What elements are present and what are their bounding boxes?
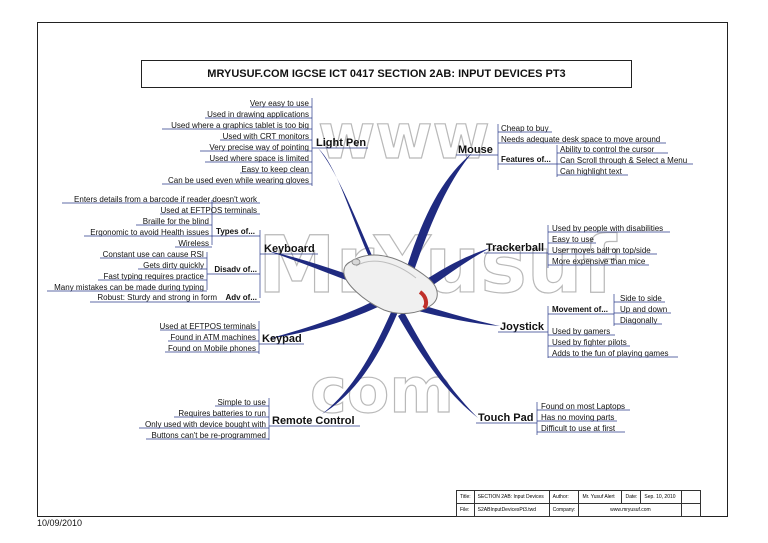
joystick-label: Joystick <box>500 321 545 333</box>
watermark-middle: MrYusuf <box>258 221 617 311</box>
light-pen-item: Can be used even while wearing gloves <box>168 176 309 185</box>
remote-item: Only used with device bought with <box>145 420 266 429</box>
info-author-label: Author: <box>548 490 580 504</box>
light-pen-item: Very precise way of pointing <box>209 143 309 152</box>
mouse-item: Needs adequate desk space to move around <box>501 135 660 144</box>
mouse-features-label: Features of... <box>501 155 551 164</box>
light-pen-item: Used with CRT monitors <box>223 132 309 141</box>
stem-keypad <box>268 300 380 339</box>
light-pen-item: Used in drawing applications <box>207 110 309 119</box>
trackerball-label: Trackerball <box>486 242 544 254</box>
branch-light-pen: Light Pen Very easy to use Used in drawi… <box>162 98 368 186</box>
keyboard-type-item: Ergonomic to avoid Health issues <box>90 228 209 237</box>
branch-remote-control: Remote Control Simple to use Requires ba… <box>139 398 360 440</box>
mouse-feature-item: Can highlight text <box>560 167 623 176</box>
joystick-movement-label: Movement of... <box>552 305 608 314</box>
keyboard-label: Keyboard <box>264 243 315 255</box>
branch-trackerball: Trackerball Used by people with disabili… <box>484 224 670 268</box>
trackerball-item: Easy to use <box>552 235 594 244</box>
watermark-top: www <box>318 100 490 173</box>
trackerball-item: Used by people with disabilities <box>552 224 663 233</box>
joystick-item: Adds to the fun of playing games <box>552 349 669 358</box>
info-title-label: Title: <box>456 490 475 504</box>
info-file-label: File: <box>456 503 475 517</box>
light-pen-item: Used where a graphics tablet is too big <box>171 121 309 130</box>
remote-item: Simple to use <box>218 398 267 407</box>
info-file-value: S2ABInputDevicesPt3.twd <box>473 503 550 517</box>
joystick-movement-item: Side to side <box>620 294 662 303</box>
touchpad-item: Difficult to use at first <box>541 424 616 433</box>
trackerball-item: User moves ball on top/side <box>552 246 651 255</box>
joystick-movement-item: Up and down <box>620 305 667 314</box>
remote-label: Remote Control <box>272 415 355 427</box>
keyboard-disadv-item: Constant use can cause RSI <box>103 250 204 259</box>
branch-keypad: Keypad Used at EFTPOS terminals Found in… <box>160 321 304 354</box>
joystick-item: Used by fighter pilots <box>552 338 627 347</box>
touchpad-item: Has no moving parts <box>541 413 614 422</box>
branch-keyboard: Keyboard Types of... Enters details from… <box>47 195 318 303</box>
info-extra-cell <box>681 490 702 504</box>
keypad-item: Used at EFTPOS terminals <box>160 322 256 331</box>
trackerball-item: More expensive than mice <box>552 257 646 266</box>
joystick-movement-item: Diagonally <box>620 316 657 325</box>
stem-mouse <box>400 153 472 294</box>
info-table: Title: SECTION 2AB: Input Devices Author… <box>456 490 702 517</box>
keyboard-type-item: Enters details from a barcode if reader … <box>74 195 258 204</box>
stem-remote <box>322 310 398 414</box>
touchpad-item: Found on most Laptops <box>541 402 625 411</box>
keyboard-types-label: Types of... <box>216 227 255 236</box>
keypad-label: Keypad <box>262 333 302 345</box>
branch-mouse: Mouse Cheap to buy Needs adequate desk s… <box>456 124 693 177</box>
branch-touch-pad: Touch Pad Found on most Laptops Has no m… <box>476 402 630 435</box>
mouse-feature-item: Ability to control the cursor <box>560 145 655 154</box>
keyboard-adv-item: Robust: Sturdy and strong in form <box>97 293 217 302</box>
light-pen-item: Easy to keep clean <box>241 165 309 174</box>
keyboard-type-item: Braille for the blind <box>143 217 209 226</box>
joystick-item: Used by gamers <box>552 327 610 336</box>
remote-item: Requires batteries to run <box>178 409 266 418</box>
keyboard-disadv-item: Fast typing requires practice <box>104 272 205 281</box>
footer-date: 10/09/2010 <box>37 518 83 528</box>
stem-touchpad <box>398 312 478 418</box>
keyboard-type-item: Wireless <box>178 239 209 248</box>
keyboard-disadv-item: Gets dirty quickly <box>143 261 204 270</box>
info-company-value: www.mryusuf.com <box>578 503 683 517</box>
info-date-label: Date: <box>621 490 642 504</box>
mouse-label: Mouse <box>458 144 493 156</box>
light-pen-label: Light Pen <box>316 137 366 149</box>
info-company-label: Company: <box>548 503 580 517</box>
light-pen-item: Used where space is limited <box>209 154 309 163</box>
keypad-item: Found in ATM machines <box>170 333 256 342</box>
remote-item: Buttons can't be re-programmed <box>152 431 266 440</box>
keyboard-type-item: Used at EFTPOS terminals <box>161 206 257 215</box>
touchpad-label: Touch Pad <box>478 412 533 424</box>
keyboard-adv-label: Adv of... <box>225 293 257 302</box>
info-author-value: Mr. Yusuf Alert <box>578 490 623 504</box>
keyboard-disadv-item: Many mistakes can be made during typing <box>54 283 204 292</box>
diagram-title: MRYUSUF.COM IGCSE ICT 0417 SECTION 2AB: … <box>141 60 632 88</box>
mouse-feature-item: Can Scroll through & Select a Menu <box>560 156 687 165</box>
keyboard-disadv-label: Disadv of... <box>214 265 257 274</box>
branch-joystick: Joystick Movement of... Side to side Up … <box>498 294 678 358</box>
keypad-item: Found on Mobile phones <box>168 344 256 353</box>
page-frame <box>37 22 728 517</box>
info-extra-cell <box>681 503 702 517</box>
mouse-item: Cheap to buy <box>501 124 549 133</box>
info-title-value: SECTION 2AB: Input Devices <box>473 490 550 504</box>
info-date-value: Sep. 10, 2010 <box>640 490 683 504</box>
light-pen-item: Very easy to use <box>250 99 310 108</box>
mouse-image <box>343 254 438 314</box>
